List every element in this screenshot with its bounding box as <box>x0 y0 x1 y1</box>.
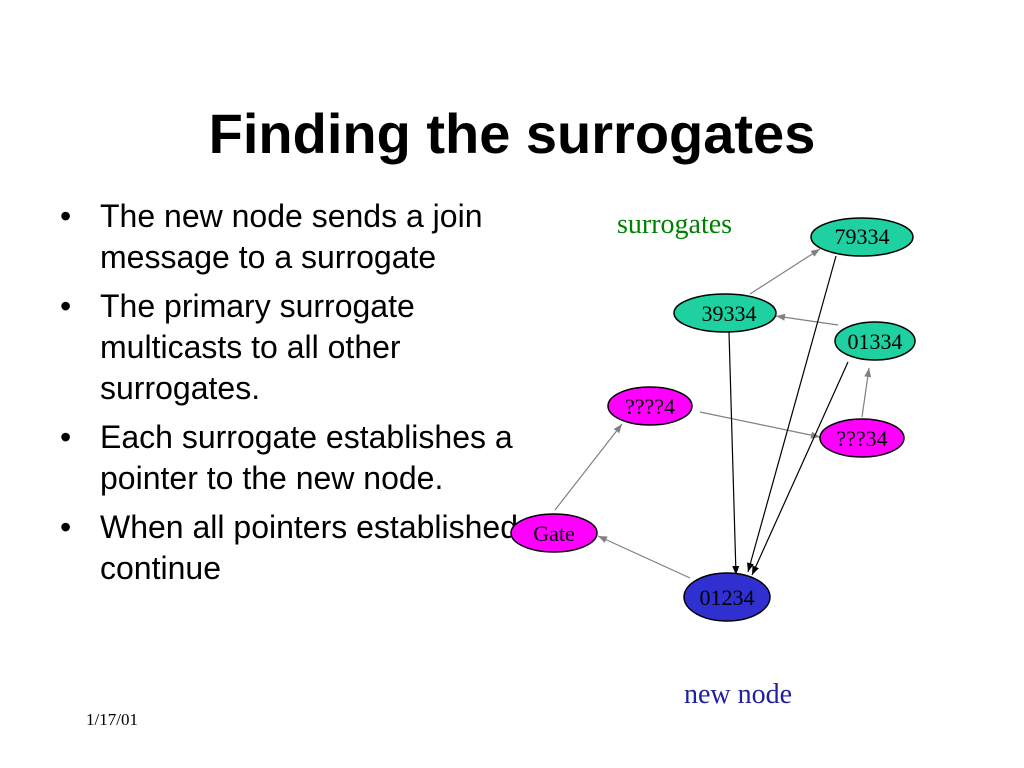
edge-01234-to-gate <box>597 535 691 579</box>
node-01334: 01334 <box>834 321 916 361</box>
new-node-caption: new node <box>684 679 792 710</box>
bullet-dot: • <box>60 509 72 545</box>
edge-4-to-34 <box>699 411 821 439</box>
bullet-text: Each surrogate establishes a pointer to … <box>100 419 513 496</box>
node-79334: 79334 <box>810 217 914 257</box>
bullet-item: • When all pointers established, continu… <box>58 507 528 589</box>
edge-01334-to-01234 <box>751 361 849 576</box>
node-gate: Gate <box>510 513 598 553</box>
bullet-dot: • <box>60 198 72 234</box>
surrogates-caption: surrogates <box>617 209 732 240</box>
node-label: ????4 <box>625 394 675 419</box>
node-39334: 39334 <box>673 293 777 333</box>
node-label: 01234 <box>700 585 755 610</box>
node-label: ???34 <box>836 426 887 451</box>
edge-39334-to-79334 <box>749 248 821 295</box>
slide-title: Finding the surrogates <box>208 102 816 165</box>
node-label: 39334 <box>702 301 757 326</box>
bullet-text: The primary surrogate multicasts to all … <box>100 288 415 406</box>
bullet-dot: • <box>60 419 72 455</box>
edge-34-to-01334 <box>861 367 872 418</box>
bullet-item: • The new node sends a join message to a… <box>58 196 528 278</box>
node-label: 01334 <box>848 329 903 354</box>
bullet-text: When all pointers established, continue <box>100 509 527 586</box>
edge-01334-to-39334 <box>775 313 839 326</box>
edge-gate-to-4 <box>554 423 623 511</box>
node-4: ????4 <box>607 386 693 426</box>
node-34: ???34 <box>819 418 905 458</box>
node-01234: 01234 <box>683 572 771 622</box>
edge-39334-to-01234 <box>728 331 740 576</box>
bullet-text: The new node sends a join message to a s… <box>100 198 483 275</box>
edge-79334-to-01234 <box>747 255 837 573</box>
bullet-item: • Each surrogate establishes a pointer t… <box>58 417 528 499</box>
slide-date: 1/17/01 <box>86 710 138 729</box>
bullet-item: • The primary surrogate multicasts to al… <box>58 286 528 409</box>
bullet-dot: • <box>60 288 72 324</box>
bullet-list: • The new node sends a join message to a… <box>58 196 528 597</box>
node-label: 79334 <box>835 224 890 249</box>
node-label: Gate <box>533 521 575 546</box>
